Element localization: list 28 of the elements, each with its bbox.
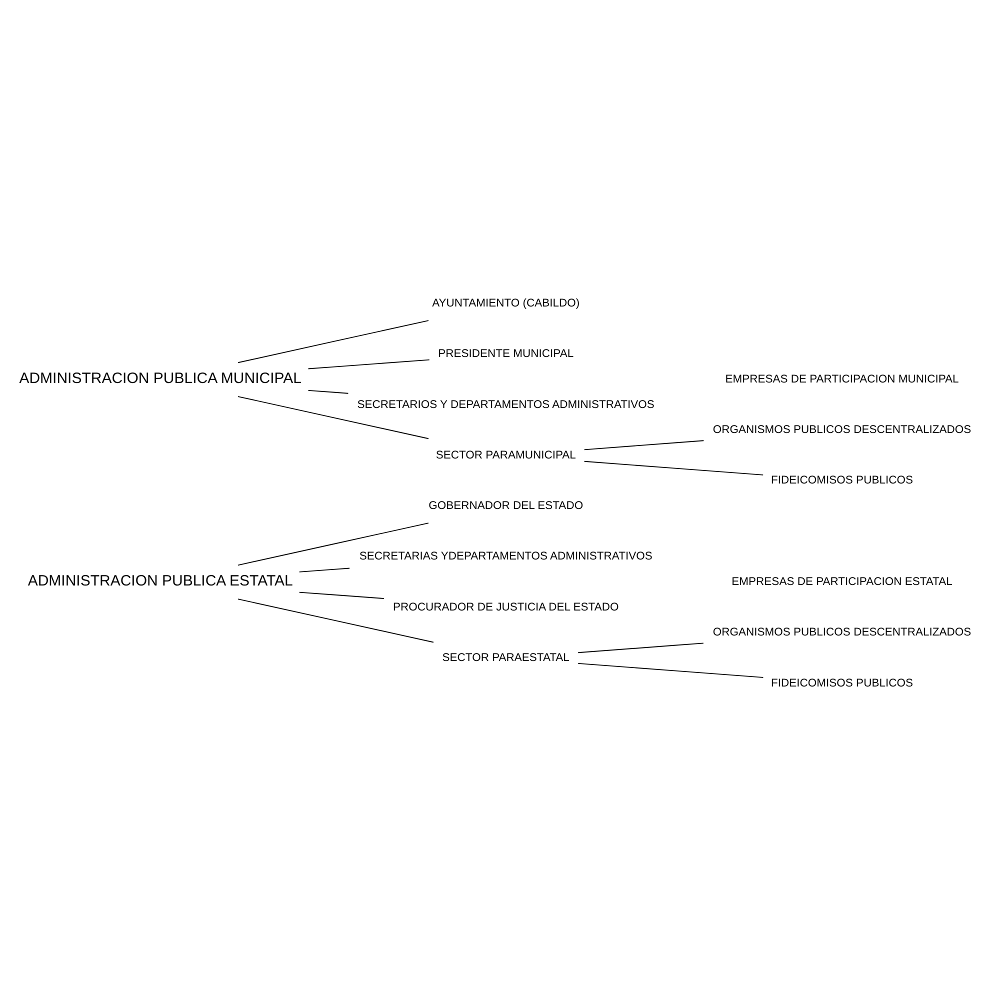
node-text: FIDEICOMISOS PUBLICOS <box>771 677 913 690</box>
node-text: PRESIDENTE MUNICIPAL <box>438 348 574 360</box>
node-text: PROCURADOR DE JUSTICIA DEL ESTADO <box>393 601 619 614</box>
connector <box>238 320 429 364</box>
node-text: ADMINISTRACION PUBLICA ESTATAL <box>28 572 293 590</box>
node-text: FIDEICOMISOS PUBLICOS <box>771 474 913 487</box>
connector <box>308 359 430 370</box>
node-text: EMPRESAS DE PARTICIPACION MUNICIPAL <box>725 373 959 386</box>
node-text: AYUNTAMIENTO (CABILDO) <box>432 298 580 310</box>
node-text: SECTOR PARAESTATAL <box>442 652 570 664</box>
node-text: ORGANISMOS PUBLICOS DESCENTRALIZADOS <box>712 424 972 436</box>
connector <box>578 642 704 654</box>
connector <box>238 396 429 440</box>
connector <box>308 390 349 394</box>
connector <box>584 460 764 476</box>
node-text: SECTOR PARAMUNICIPAL <box>436 449 576 462</box>
node-text: SECRETARIOS Y DEPARTAMENTOS ADMINISTRATIVOS <box>357 398 654 411</box>
node-text: ORGANISMOS PUBLICOS DESCENTRALIZADOS <box>712 626 972 639</box>
connector <box>238 522 429 566</box>
connector <box>584 440 704 450</box>
connector <box>298 568 350 572</box>
connector <box>238 598 434 643</box>
node-text: GOBERNADOR DEL ESTADO <box>428 500 584 512</box>
connector <box>298 592 384 599</box>
node-text: ADMINISTRACION PUBLICA MUNICIPAL <box>19 370 302 388</box>
connector <box>578 662 764 678</box>
node-text: SECRETARIAS YDEPARTAMENTOS ADMINISTRATIVOS <box>359 550 652 563</box>
node-text: EMPRESAS DE PARTICIPACION ESTATAL <box>732 576 952 588</box>
